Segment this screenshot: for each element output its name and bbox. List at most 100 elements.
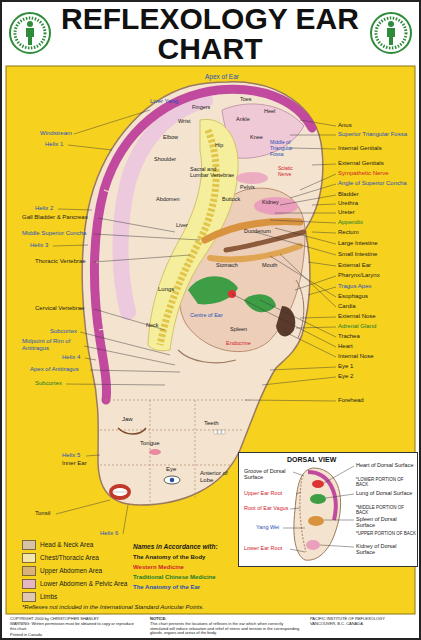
reflex-label: Teeth (204, 420, 219, 427)
dorsal-label: Root of Ear Vagus (244, 505, 290, 511)
reflex-label: Midpoint of Rim of Antitragus (22, 338, 84, 352)
reflex-label: Helix 4 (62, 354, 80, 361)
reflex-label: Sacral and Lumbar Vertebrae (190, 166, 236, 179)
naming-key: Traditional Chinese Medicine (133, 574, 216, 581)
reflex-label: External Nose (338, 313, 376, 320)
naming-key: The Anatomy of the Body (133, 554, 205, 561)
reflex-label: Toes (240, 96, 252, 102)
reflex-label: Lungs (158, 286, 174, 293)
reflex-label: Buttock (222, 196, 240, 202)
reflex-label: Helix 6 (100, 530, 118, 537)
reflex-label: External Genitals (338, 160, 384, 167)
reflex-label: Large Intestine (338, 240, 378, 247)
reflex-label: Centre of Ear (190, 312, 230, 318)
reflex-label: Hip (215, 142, 223, 148)
reflex-label: Middle Superior Concha (22, 230, 86, 237)
reflex-label: Helix 3 (30, 242, 48, 249)
legend-row: Head & Neck Area (22, 540, 132, 551)
reflex-label: Gall Bladder & Pancreas (22, 214, 88, 221)
legend-row: Chest/Thoracic Area (22, 553, 132, 564)
reflex-label: Abdomen (156, 196, 180, 202)
dorsal-label: Heart of Dorsal Surface (356, 462, 416, 468)
legend-text: Limbs (40, 593, 57, 600)
reflex-label: Helix 2 (35, 205, 53, 212)
dorsal-label: Spleen of Dorsal Surface (356, 516, 416, 529)
reflex-label: Subcortex (50, 328, 77, 335)
fine-print: Printed in Canada (10, 633, 135, 638)
reflex-label: Rectum (338, 229, 359, 236)
dorsal-label: Lung of Dorsal Surface (356, 490, 416, 496)
dorsal-note: *MIDDLE PORTION OF BACK (356, 505, 416, 515)
reflex-label: Bladder (338, 191, 359, 198)
dorsal-note: *LOWER PORTION OF BACK (356, 477, 416, 487)
footnote: *Reflexes not included in the Internatio… (22, 604, 204, 611)
reflex-label: Elbow (163, 134, 178, 140)
reflex-label: Adrenal Gland (338, 323, 376, 330)
legend-text: Lower Abdomen & Pelvic Area (40, 580, 127, 587)
reflex-label: Cardia (338, 303, 356, 310)
reflex-label: Pharynx/Larynx (338, 272, 380, 279)
reflex-label: Sympathetic Nerve (338, 170, 389, 177)
reflex-label: Cervical Vertebrae (35, 305, 84, 312)
dorsal-label: Kidney of Dorsal Surface (356, 543, 416, 556)
logo (371, 13, 411, 53)
fine-print: NOTICE: (150, 617, 166, 622)
reflex-label: Helix 1 (45, 141, 63, 148)
fine-print: WARNING: Written permission must be obta… (10, 622, 135, 631)
reflex-label: Appendix (338, 219, 363, 226)
reflex-label: Eye 1 (338, 363, 353, 370)
legend-text: Head & Neck Area (40, 541, 93, 548)
reflex-label: Liver Yang (150, 98, 178, 105)
fine-print: PACIFIC INSTITUTE OF REFLEXOLOGY (310, 617, 415, 622)
reflex-label: Apex of Antitragus (30, 366, 79, 373)
reflex-label: Windstream (40, 130, 72, 137)
reflex-label: Small Intestine (338, 251, 377, 258)
reflex-label: Helix 5 (62, 452, 80, 459)
reflex-label: Fingers (192, 104, 210, 110)
dorsal-label: Upper Ear Root (244, 490, 282, 496)
reflex-label: Pelvis (240, 184, 255, 190)
dorsal-label: Groove of Dorsal Surface (244, 468, 294, 481)
reflex-label: Anterior of Lobe (200, 470, 236, 484)
legend-swatch (22, 592, 36, 602)
reflex-label: Tragus Apex (338, 283, 371, 290)
reflex-label: Eye 2 (338, 373, 353, 380)
dorsal-label: Yang Wei (256, 524, 279, 530)
naming-key: The Anatomy of the Ear (133, 584, 200, 591)
naming-key: Western Medicine (133, 564, 184, 571)
reflex-label: Mouth (262, 262, 277, 268)
legend-swatch (22, 553, 36, 563)
reflex-label: Shoulder (154, 156, 176, 162)
reflex-label: Neck (146, 322, 159, 328)
reflex-label: Spleen (230, 326, 247, 332)
reflex-label: Sciatic Nerve (278, 166, 306, 178)
naming-key-heading: Names in Accordance with: (133, 543, 218, 550)
reflex-label: Ureter (338, 209, 355, 216)
reflex-label: Eye (166, 466, 176, 473)
reflex-label: Ankle (236, 116, 250, 122)
fine-print: VANCOUVER, B.C. CANADA (310, 622, 415, 627)
dorsal-label: Lower Ear Root (244, 545, 282, 551)
reflex-label: Superior Triangular Fossa (338, 131, 407, 138)
reflex-label: Thoracic Vertebrae (35, 258, 86, 265)
reflex-label: Tonsil (35, 510, 50, 517)
legend-swatch (22, 566, 36, 576)
reflex-label: Stomach (216, 262, 238, 268)
reflex-label: External Ear (338, 262, 371, 269)
reflex-label: Esophagus (338, 293, 368, 300)
reflex-label: Tongue (140, 440, 160, 447)
legend-swatch (22, 540, 36, 550)
box-heading: DORSAL VIEW (239, 453, 417, 463)
fine-print: COPYRIGHT 2000 by CHRISTOPHER SHANLEY (10, 617, 135, 622)
reflex-label: Anus (338, 122, 352, 129)
legend-row: Upper Abdomen Area (22, 566, 132, 577)
chart-title: REFLEXOLOGY EAR CHART (60, 4, 360, 64)
legend-text: Chest/Thoracic Area (40, 554, 99, 561)
fine-print: This chart presents the locations of ref… (150, 622, 300, 636)
legend-row: Limbs (22, 592, 132, 603)
legend-text: Upper Abdomen Area (40, 567, 102, 574)
reflex-label: Apex of Ear (205, 73, 239, 80)
reflex-label: Forehead (338, 397, 364, 404)
